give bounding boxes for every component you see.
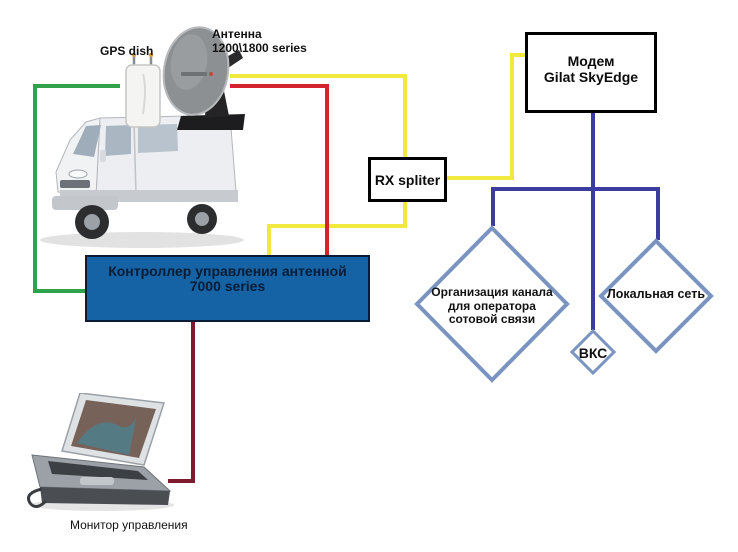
green-cable-vertical [33,84,37,293]
laptop-keyboard [48,461,148,480]
yellow-cable-controller-horizontal [267,224,407,228]
lan-diamond-shape [598,238,714,354]
green-cable-horizontal-top [35,84,120,88]
gps-antenna-left-tip [131,52,137,58]
van-headlight [68,169,88,179]
laptop-cable [27,487,48,508]
van-front-bumper [52,196,118,210]
monitor-label: Монитор управления [70,518,188,532]
vks-diamond-shape [569,328,617,376]
maroon-cable-horizontal [168,479,195,483]
lan-diamond-label: Локальная сеть [606,287,706,301]
modem-box: Модем Gilat SkyEdge [525,32,657,113]
van-shadow [40,232,244,248]
controller-box-label: Контроллер управления антенной 7000 seri… [108,262,347,294]
gps-antenna-right-tip [148,52,154,58]
laptop-front-edge [40,487,170,505]
dish-logo [181,72,207,76]
van-image [40,114,244,248]
van-front-wheel-rim [84,214,100,230]
blue-line-modem-vertical [591,113,595,330]
red-cable-horizontal [230,84,329,88]
modem-line2: Gilat SkyEdge [543,68,639,85]
yellow-cable-antenna-horizontal [230,74,407,78]
laptop-screen-swirl [77,413,137,455]
gps-receiver-image [125,52,161,128]
vks-diamond-label: ВКС [578,345,608,361]
van-grille [60,180,90,188]
yellow-cable-spliter-down-vertical [403,202,407,228]
maroon-cable-vertical [191,322,195,483]
controller-line1: Контроллер управления антенной [108,262,347,279]
yellow-cable-antenna-vertical [403,74,407,157]
satellite-dish-image [162,26,245,130]
yellow-cable-controller-vertical [267,224,271,255]
channel-diamond-line2: для оператора [448,298,536,313]
channel-diamond-label: Организация канала для оператора сотовой… [417,285,567,327]
modem-line1: Модем [567,52,615,69]
dish-mount-base [177,114,245,130]
yellow-cable-modem-stub [510,53,525,57]
gps-dish-label: GPS dish [100,44,154,58]
rx-spliter-label: RX spliter [374,171,441,188]
modem-box-label: Модем Gilat SkyEdge [544,53,638,85]
gps-receiver-body [125,64,161,128]
gps-receiver-crease [142,73,146,115]
blue-line-branch-horizontal [491,187,660,191]
rx-spliter-box: RX spliter [368,157,447,202]
van-mirror [100,150,106,162]
antenna-label-line2: 1200\1800 series [212,41,307,55]
channel-diamond-shape [414,225,570,383]
van-door-seam [133,121,137,195]
van-rear-wheel-rim [195,212,209,226]
channel-diamond-line1: Организация канала [431,285,553,299]
blue-line-branch-right-vertical [656,187,660,240]
dish-logo-dot [209,72,213,76]
blue-line-branch-left-vertical [491,187,495,226]
laptop-touchpad [80,477,114,485]
van-windshield [73,125,101,157]
antenna-label: Антенна 1200\1800 series [212,27,307,55]
van-side-window [138,124,178,153]
laptop-image [27,393,174,511]
antenna-label-line1: Антенна [212,27,262,41]
controller-line2: 7000 series [189,277,266,294]
antenna-controller-box: Контроллер управления антенной 7000 seri… [85,255,370,322]
red-cable-vertical [325,84,329,255]
channel-diamond-line3: сотовой связи [448,312,536,326]
yellow-cable-spliter-modem-horizontal [447,176,514,180]
green-cable-horizontal-bottom [33,289,85,293]
van-door-window [105,125,131,156]
yellow-cable-spliter-modem-vertical [510,53,514,180]
